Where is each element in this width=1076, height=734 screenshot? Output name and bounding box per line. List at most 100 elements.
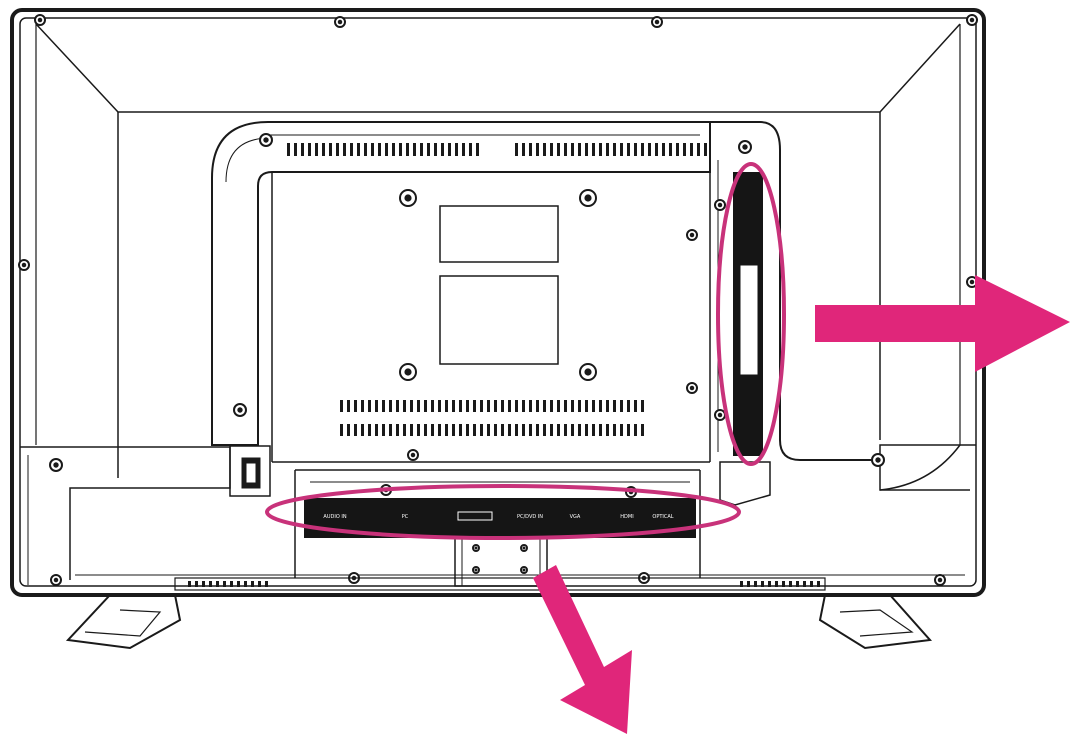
top-vent-slot xyxy=(462,143,465,156)
top-vent-slot xyxy=(329,143,332,156)
top-vent-slot xyxy=(655,143,658,156)
bottom-vent-slot xyxy=(515,424,518,436)
bottom-vent-slot xyxy=(571,424,574,436)
bottom-vent-slot xyxy=(375,400,378,412)
bottom-rail-ticks xyxy=(188,581,820,587)
screw-hole-center xyxy=(474,568,478,572)
rail-tick xyxy=(216,581,219,587)
bottom-vent-slot xyxy=(536,400,539,412)
bottom-vent-slot xyxy=(361,424,364,436)
top-vent-slot xyxy=(557,143,560,156)
bottom-vent-slot xyxy=(417,400,420,412)
bottom-vent-slot xyxy=(487,424,490,436)
top-vent-slot xyxy=(662,143,665,156)
bottom-vent-slot xyxy=(396,424,399,436)
highlights xyxy=(265,162,786,540)
bottom-vent-slot xyxy=(522,400,525,412)
bottom-vent-slot xyxy=(620,400,623,412)
bottom-vent-slot xyxy=(501,424,504,436)
bottom-vent-slot xyxy=(424,400,427,412)
bottom-vent-slot xyxy=(550,424,553,436)
bottom-vent-slot xyxy=(466,424,469,436)
top-vent-slot xyxy=(690,143,693,156)
top-vent-slot xyxy=(350,143,353,156)
vent-groups xyxy=(287,143,707,436)
side-panel-highlight-ellipse xyxy=(716,162,786,466)
bottom-port-label: AUDIO IN xyxy=(323,514,346,520)
screw-hole-center xyxy=(654,19,660,25)
top-vent-slot xyxy=(357,143,360,156)
top-vent-slot xyxy=(599,143,602,156)
bottom-port-label: VGA xyxy=(570,514,581,520)
bottom-vent-slot xyxy=(417,424,420,436)
right-column-outline xyxy=(710,121,880,461)
bottom-vent-slot xyxy=(571,400,574,412)
top-vent-slot xyxy=(406,143,409,156)
bottom-vent-slot xyxy=(473,400,476,412)
rail-tick xyxy=(209,581,212,587)
bottom-vent-slot xyxy=(529,424,532,436)
bottom-vent-slot xyxy=(641,400,644,412)
top-vent-slot xyxy=(392,143,395,156)
screw-hole-center xyxy=(689,232,695,238)
side-connector-panel xyxy=(733,172,763,456)
screw-hole-center xyxy=(337,19,343,25)
top-vent-slot xyxy=(448,143,451,156)
screw-hole-center xyxy=(522,568,526,572)
top-vent-slot xyxy=(641,143,644,156)
rear-housing xyxy=(211,121,961,578)
screw-hole-center xyxy=(53,462,59,468)
side-panel-window xyxy=(739,264,759,376)
top-vent-slot xyxy=(704,143,707,156)
bottom-vent-slot xyxy=(382,400,385,412)
top-vent-slot xyxy=(613,143,616,156)
bottom-vent-slot xyxy=(620,424,623,436)
bottom-vent-slot xyxy=(634,400,637,412)
stand-right-detail xyxy=(839,609,914,637)
top-vent-slot xyxy=(322,143,325,156)
bottom-port-label: PC/DVD IN xyxy=(517,514,543,520)
down-arrow xyxy=(533,565,632,734)
stand-left-detail xyxy=(84,609,162,637)
rail-tick xyxy=(761,581,764,587)
bottom-vent-slot xyxy=(627,400,630,412)
rail-tick xyxy=(782,581,785,587)
top-vent-slot xyxy=(287,143,290,156)
screw-hole-center xyxy=(689,385,695,391)
top-vent-slot xyxy=(571,143,574,156)
right-sweep xyxy=(879,444,961,491)
bottom-vent-slot xyxy=(368,400,371,412)
rail-tick xyxy=(237,581,240,587)
screw-hole-center xyxy=(875,457,881,463)
screw-hole-center xyxy=(404,194,412,202)
bottom-vent-slot xyxy=(536,424,539,436)
top-vent-slot xyxy=(669,143,672,156)
top-taper xyxy=(35,23,961,113)
rail-tick xyxy=(223,581,226,587)
top-vent-slot xyxy=(697,143,700,156)
bottom-vent-slot xyxy=(501,400,504,412)
bottom-vent-slot xyxy=(459,400,462,412)
bottom-vent-slot xyxy=(606,400,609,412)
bottom-vent-slot xyxy=(627,424,630,436)
bottom-vent-slot xyxy=(487,400,490,412)
screw-hole-center xyxy=(404,368,412,376)
bottom-vent-slot xyxy=(515,400,518,412)
bottom-vent-slot xyxy=(347,424,350,436)
bottom-vent-slot xyxy=(550,400,553,412)
screw-hole-center xyxy=(584,368,592,376)
top-vent-slot xyxy=(364,143,367,156)
bottom-vent-slot xyxy=(592,400,595,412)
screw-hole-center xyxy=(522,546,526,550)
top-vent-slot xyxy=(343,143,346,156)
top-vent-slot xyxy=(420,143,423,156)
top-vent-slot xyxy=(378,143,381,156)
top-vent-slot xyxy=(434,143,437,156)
right-hook xyxy=(719,461,771,506)
rail-tick xyxy=(775,581,778,587)
bottom-vent-slot xyxy=(466,400,469,412)
top-vent-slot xyxy=(536,143,539,156)
screw-hole-center xyxy=(53,577,59,583)
